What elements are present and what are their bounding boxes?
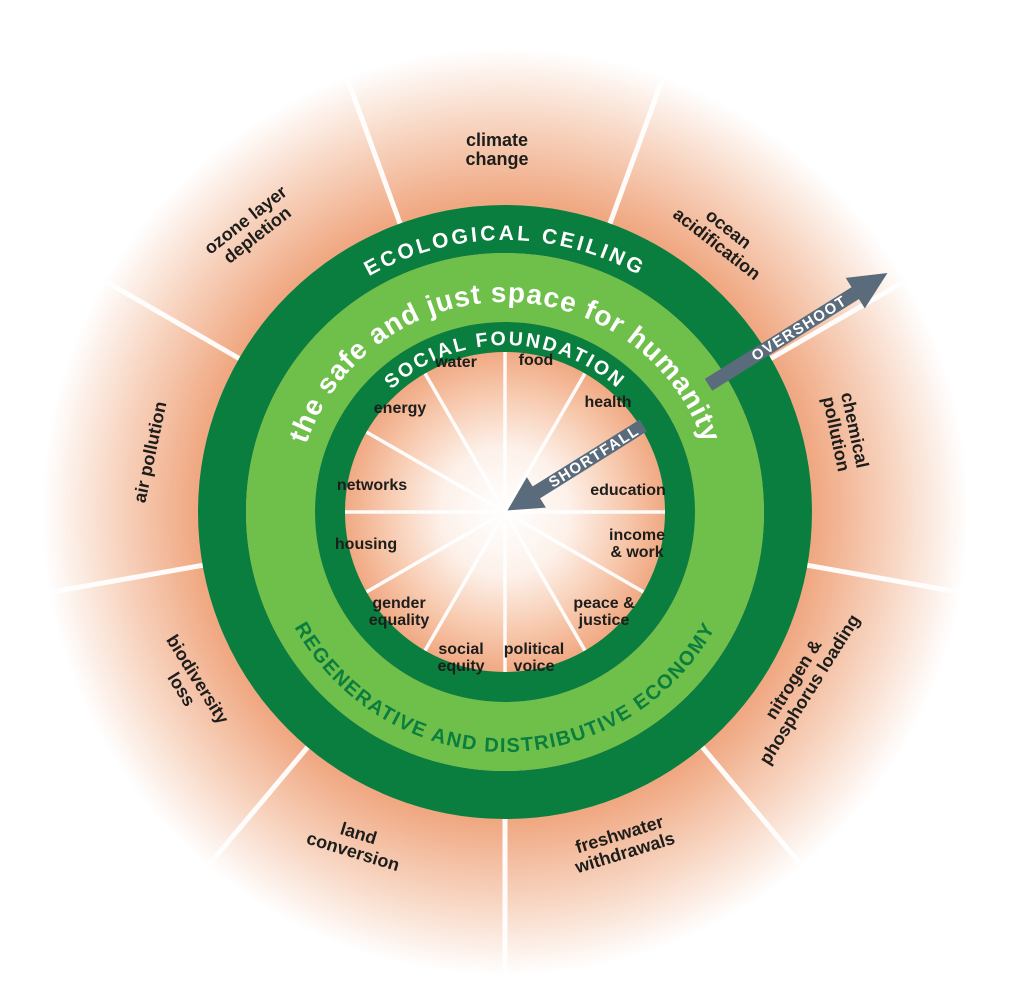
social-label-energy: energy <box>374 400 427 417</box>
inner-spoke <box>508 372 587 505</box>
social-label-line: equity <box>437 658 484 675</box>
overshoot-arrow-shaft <box>704 286 861 391</box>
social-label-line: & work <box>610 544 663 561</box>
social-label-line: gender <box>372 595 425 612</box>
social-label-line: political <box>504 641 564 658</box>
boundary-label-line: climate <box>466 130 528 150</box>
social-label-line: housing <box>335 536 397 553</box>
social-label-food: food <box>519 352 554 369</box>
inner-spoke <box>423 372 502 505</box>
social-label-health: health <box>584 394 631 411</box>
social-label-line: education <box>590 482 666 499</box>
social-label-line: social <box>438 641 483 658</box>
social-label-gender-equality: gender equality <box>369 595 430 629</box>
sector-divider <box>763 279 905 365</box>
social-label-line: justice <box>578 612 630 629</box>
social-label-education: education <box>590 482 666 499</box>
inner-circle <box>344 351 666 673</box>
sector-divider <box>799 561 959 595</box>
sector-divider <box>695 740 803 867</box>
shortfall-arrowhead <box>507 477 546 511</box>
boundary-label-line: change <box>465 149 528 169</box>
social-label-line: networks <box>337 477 407 494</box>
sector-divider <box>105 279 247 365</box>
social-label-line: peace & <box>573 595 635 612</box>
sector-divider <box>51 561 211 595</box>
social-label-networks: networks <box>337 477 407 494</box>
social-label-housing: housing <box>335 536 397 553</box>
shortfall-arrow-shaft <box>530 419 647 500</box>
social-label-water: water <box>434 354 477 371</box>
social-label-social-equity: social equity <box>437 641 484 675</box>
doughnut-band <box>246 253 764 771</box>
sector-divider <box>345 78 405 231</box>
social-label-political-voice: political voice <box>504 641 564 675</box>
inner-spoke <box>365 430 498 509</box>
social-label-line: health <box>584 394 631 411</box>
inner-spokes <box>345 352 665 672</box>
overshoot-arrowhead <box>845 273 888 309</box>
inner-spoke <box>512 515 645 594</box>
social-label-line: income <box>609 527 665 544</box>
social-label-line: voice <box>514 658 555 675</box>
ecological-ceiling-ring <box>198 205 812 819</box>
inner-spoke <box>508 519 587 652</box>
social-label-line: energy <box>374 400 427 417</box>
social-label-line: water <box>434 354 477 371</box>
sector-dividers <box>51 78 959 972</box>
social-label-income-work: income & work <box>609 527 665 561</box>
boundary-label-climate-change: climate change <box>465 130 528 169</box>
social-label-line: equality <box>369 612 430 629</box>
sector-divider <box>605 78 665 231</box>
inner-spoke <box>423 519 502 652</box>
social-foundation-ring <box>315 322 695 702</box>
inner-spoke <box>365 515 498 594</box>
social-label-line: food <box>519 352 554 369</box>
sector-divider <box>207 740 315 867</box>
social-label-peace-justice: peace & justice <box>573 595 635 629</box>
